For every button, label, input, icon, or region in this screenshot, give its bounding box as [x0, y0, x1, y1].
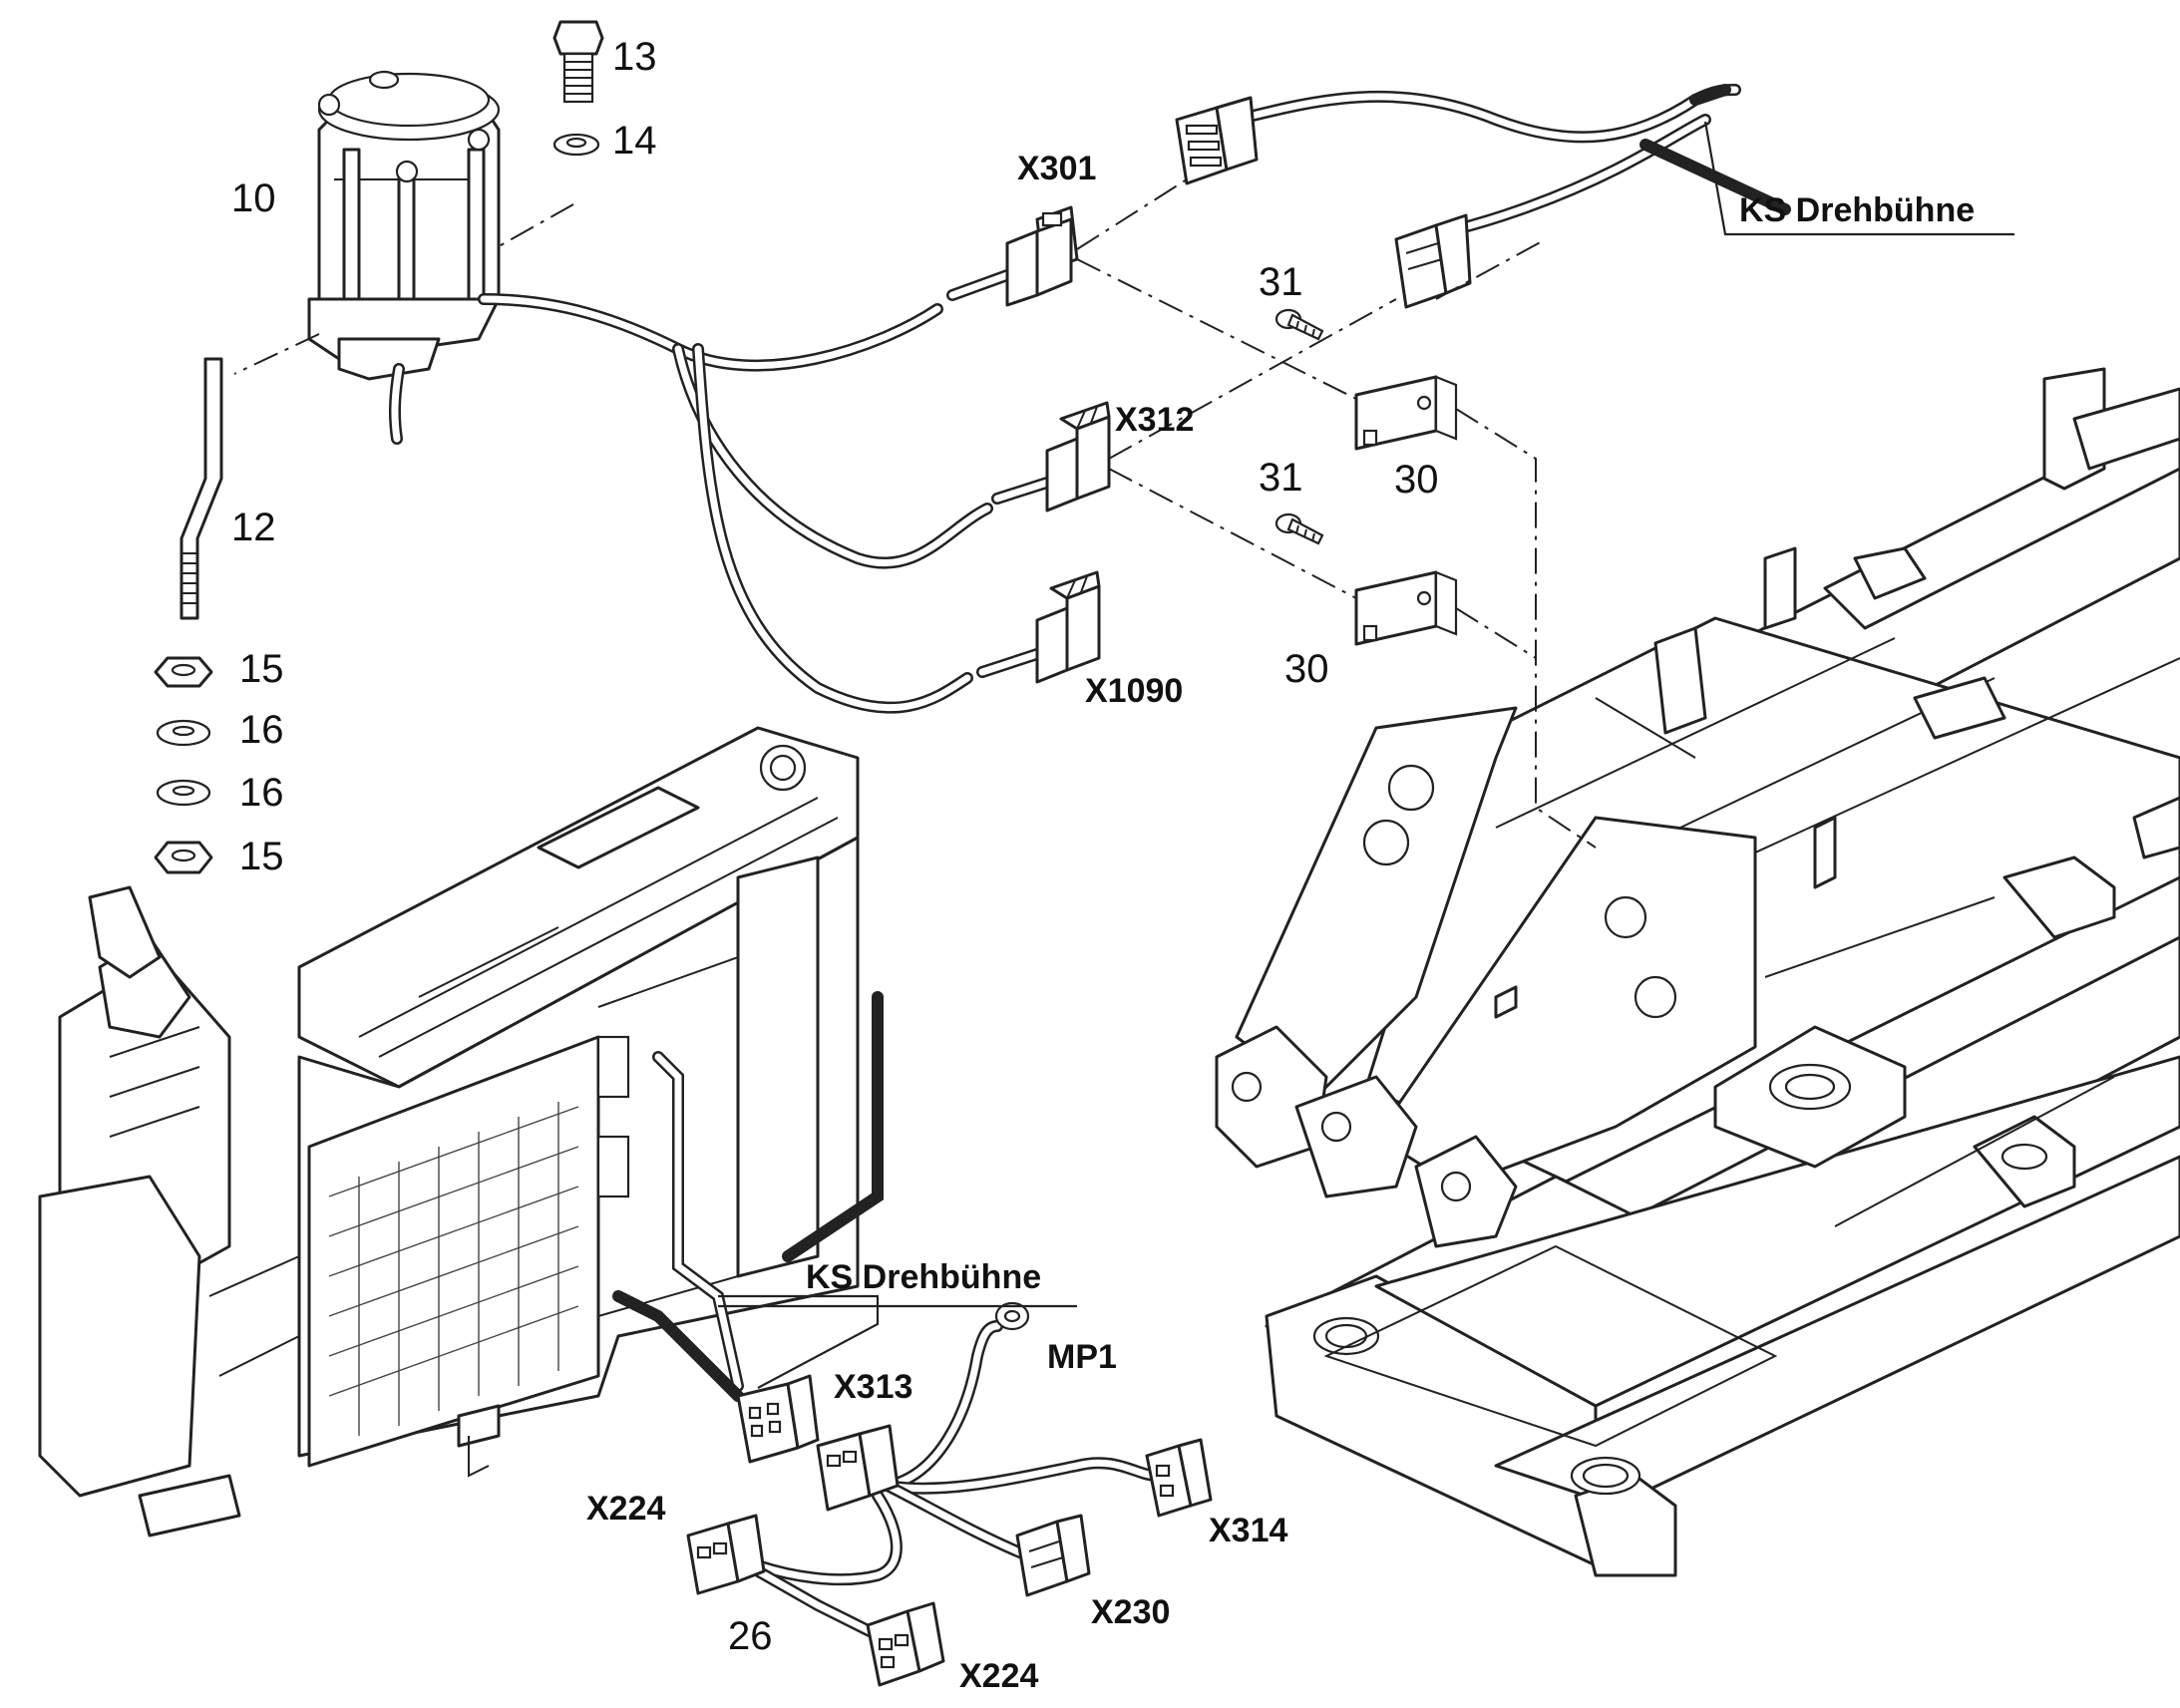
- label-x301: X301: [1017, 150, 1096, 187]
- connector-x1090: [1035, 570, 1101, 684]
- clip-30-upper: [1354, 375, 1458, 451]
- label-x312: X312: [1115, 401, 1194, 439]
- label-x314: X314: [1209, 1512, 1287, 1549]
- label-mp1: MP1: [1047, 1338, 1117, 1376]
- washer-14: [552, 133, 600, 157]
- part-label-16-top: 16: [239, 708, 284, 752]
- harness-labels: KS Drehbühne KS Drehbühne: [806, 191, 1975, 1296]
- screw-31-lower: [1274, 512, 1324, 545]
- assembly-lines: [233, 178, 1597, 849]
- label-x1090: X1090: [1085, 672, 1183, 710]
- part-label-14: 14: [612, 119, 657, 163]
- label-ks-drehbuehne-bottom: KS Drehbühne: [806, 1258, 1041, 1296]
- connector-x224-left: [686, 1514, 766, 1595]
- part-label-30-lower: 30: [1284, 647, 1329, 691]
- connector-ks-lower: [736, 1374, 820, 1464]
- part-label-15-bottom: 15: [239, 835, 284, 878]
- part-label-31-upper: 31: [1259, 260, 1303, 304]
- clip-30-lower: [1354, 570, 1458, 646]
- nut-15-top: [154, 656, 213, 688]
- stud-12: [180, 357, 223, 620]
- nut-15-bottom: [154, 841, 213, 874]
- part-label-30-upper: 30: [1394, 458, 1439, 502]
- lower-harness: [612, 991, 1163, 1641]
- part-label-13: 13: [612, 35, 657, 79]
- bolt-13: [552, 20, 604, 104]
- connector-x301: [1005, 205, 1079, 307]
- connector-x230: [1015, 1514, 1091, 1597]
- washer-16-bottom: [156, 779, 211, 807]
- label-x224-right: X224: [959, 1657, 1038, 1695]
- leader-lines: [718, 121, 2014, 1389]
- connector-x224-right: [866, 1601, 945, 1687]
- motor-10: [307, 70, 501, 445]
- washer-16-top: [156, 719, 211, 747]
- part-label-26: 26: [728, 1614, 773, 1658]
- part-label-15-top: 15: [239, 647, 284, 691]
- part-number-labels: 10 12 13 14 15 16 16 15 31 31 30 30 26: [231, 35, 1439, 1658]
- part-label-31-lower: 31: [1259, 456, 1303, 500]
- connector-x312: [1045, 401, 1111, 512]
- connector-x314: [1145, 1438, 1213, 1518]
- label-x224-left: X224: [586, 1490, 665, 1528]
- connector-labels: X301 X312 X1090 X313 MP1 X314 X224 X230 …: [586, 150, 1287, 1695]
- part-label-16-bottom: 16: [239, 771, 284, 815]
- chassis-frame: [1215, 367, 2180, 1577]
- ks-harness-top: [1175, 84, 1791, 309]
- screw-31-upper: [1274, 308, 1324, 341]
- connector-x313: [816, 1424, 900, 1512]
- motor-harness: [478, 269, 1053, 714]
- label-x230: X230: [1091, 1593, 1170, 1631]
- label-x313: X313: [834, 1368, 912, 1406]
- part-label-10: 10: [231, 176, 276, 220]
- part-label-12: 12: [231, 506, 276, 549]
- label-ks-drehbuehne-top: KS Drehbühne: [1739, 191, 1975, 229]
